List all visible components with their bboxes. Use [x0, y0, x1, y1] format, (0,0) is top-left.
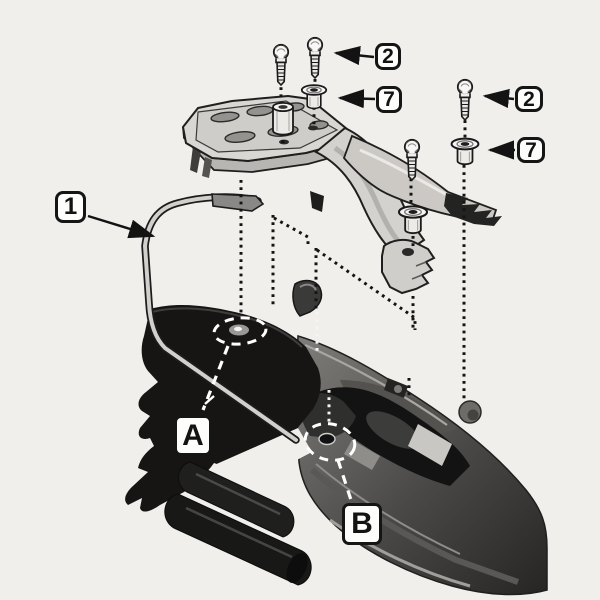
ball-head-screw-top [306, 36, 324, 79]
flanged-washer-right [450, 137, 480, 166]
spacer-sleeve [272, 102, 294, 136]
rack-under-bracket [310, 191, 324, 212]
mufflers [164, 461, 312, 586]
rack-rear-foot [381, 238, 436, 295]
frame-mount-tab [211, 193, 265, 212]
arrow-to-screw-right [482, 88, 515, 109]
rack-arm-serrated-end [444, 193, 502, 226]
side-case-frame-tube [141, 193, 323, 444]
muffler-upper [178, 461, 295, 538]
mount-circle-a [201, 316, 268, 411]
tail-assembly [295, 335, 548, 596]
callout-arrows [87, 45, 515, 239]
arrow-to-frame [87, 214, 156, 239]
tail-light-patch [408, 424, 452, 466]
mount-label-a: A [174, 415, 212, 456]
arrow-to-screw-top [333, 45, 375, 66]
luggage-rack [182, 95, 502, 295]
frame-hook-bracket [292, 279, 323, 317]
callout-box-2-top: 2 [375, 43, 401, 70]
callout-box-2-right: 2 [515, 86, 543, 112]
ball-head-screw-right [456, 78, 474, 121]
mount-label-b: B [342, 503, 382, 545]
mount-circle-b [303, 422, 357, 501]
callout-box-1: 1 [55, 191, 86, 223]
arrow-to-washer-top [337, 89, 376, 109]
body-gap [212, 428, 312, 496]
callout-box-7-top: 7 [376, 86, 402, 113]
ball-head-screw-left [272, 43, 290, 86]
muffler-lower [164, 493, 312, 586]
alignment-dotted-lines-on-dark [315, 312, 331, 424]
callout-box-7-right: 7 [517, 137, 545, 163]
